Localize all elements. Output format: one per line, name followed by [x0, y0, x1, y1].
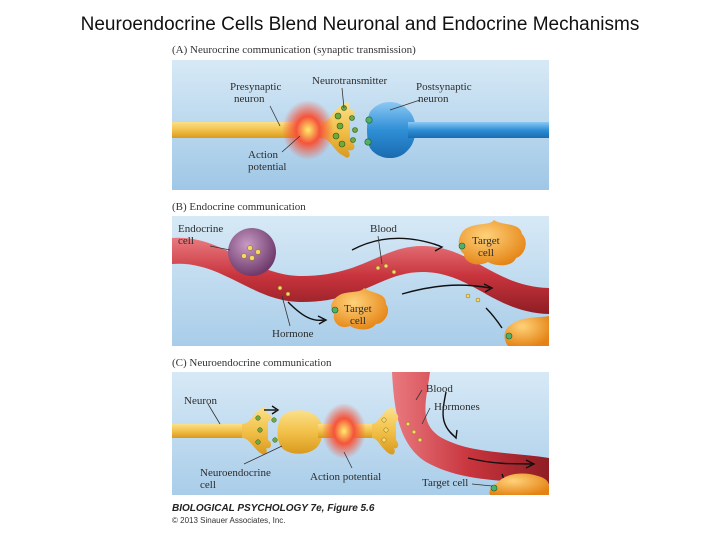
hormone-receptors	[331, 242, 513, 340]
label-neuroendocrine-cell: cell	[200, 479, 216, 491]
panel-a-illustration: Presynaptic neuron Neurotransmitter Post…	[172, 60, 549, 190]
panel-c-illustration: Neuron Blood Hormones Neuroendocrine cel…	[172, 372, 549, 495]
target-cell-lower	[331, 288, 389, 330]
action-potential-flash	[282, 100, 334, 160]
label-action-potential: potential	[248, 161, 287, 173]
panel-a-leader-lines	[269, 87, 421, 153]
label-blood: Blood	[426, 383, 453, 395]
neuron-axon	[172, 424, 242, 438]
flow-arrows	[287, 237, 503, 329]
receptor-sites	[364, 116, 373, 146]
label-endocrine-cell: cell	[178, 235, 194, 247]
label-postsynaptic: Postsynaptic	[416, 81, 472, 93]
panel-c-leader-lines	[207, 389, 493, 487]
label-action: Action	[248, 149, 278, 161]
label-target-lower: Target	[344, 303, 372, 315]
endocrine-cell	[228, 228, 276, 276]
label-endocrine: Endocrine	[178, 223, 223, 235]
label-hormones: Hormones	[434, 401, 480, 413]
label-blood: Blood	[370, 223, 397, 235]
panel-b-leader-lines	[209, 235, 383, 327]
label-target-upper: Target	[472, 235, 500, 247]
slide-title: Neuroendocrine Cells Blend Neuronal and …	[80, 14, 640, 35]
label-target-cell: Target cell	[422, 477, 468, 489]
target-cell-edge	[504, 316, 549, 346]
label-postsynaptic-neuron: neuron	[418, 93, 449, 105]
panel-b-endocrine: Endocrine cell Blood Target cell Target …	[172, 216, 549, 346]
label-target-upper-cell: cell	[478, 247, 494, 259]
neurotransmitter-vesicles	[332, 105, 358, 148]
postsynaptic-soma	[367, 101, 416, 159]
hormone-granules	[381, 417, 423, 443]
panel-a-neurocrine: Presynaptic neuron Neurotransmitter Post…	[172, 60, 549, 190]
neuron-terminal	[242, 407, 272, 455]
postsynaptic-axon	[408, 122, 549, 138]
label-neurotransmitter: Neurotransmitter	[312, 75, 387, 87]
label-presynaptic-neuron: neuron	[234, 93, 265, 105]
panel-b-heading: (B) Endocrine communication	[172, 201, 306, 213]
transmitter-granules	[255, 415, 278, 445]
action-potential-flash	[322, 403, 366, 459]
label-hormone: Hormone	[272, 328, 314, 340]
panel-a-heading: (A) Neurocrine communication (synaptic t…	[172, 44, 416, 56]
target-cell-upper	[458, 220, 526, 266]
panel-c-neuroendocrine: Neuron Blood Hormones Neuroendocrine cel…	[172, 372, 549, 495]
label-neuron: Neuron	[184, 395, 217, 407]
neuroendocrine-soma	[277, 410, 323, 454]
label-target-lower-cell: cell	[350, 315, 366, 327]
label-neuroendocrine: Neuroendocrine	[200, 467, 271, 479]
target-cell	[489, 473, 549, 495]
panel-c-heading: (C) Neuroendocrine communication	[172, 357, 332, 369]
blood-vessel	[392, 372, 549, 484]
copyright-notice: © 2013 Sinauer Associates, Inc.	[172, 516, 286, 525]
hormone-receptors	[490, 484, 498, 492]
figure-caption: BIOLOGICAL PSYCHOLOGY 7e, Figure 5.6	[172, 503, 375, 514]
panel-b-illustration: Endocrine cell Blood Target cell Target …	[172, 216, 549, 346]
blood-vessel	[172, 237, 549, 314]
label-action-potential: Action potential	[310, 471, 381, 483]
presynaptic-terminal	[322, 102, 355, 158]
hormone-granules	[241, 245, 481, 303]
label-presynaptic: Presynaptic	[230, 81, 281, 93]
